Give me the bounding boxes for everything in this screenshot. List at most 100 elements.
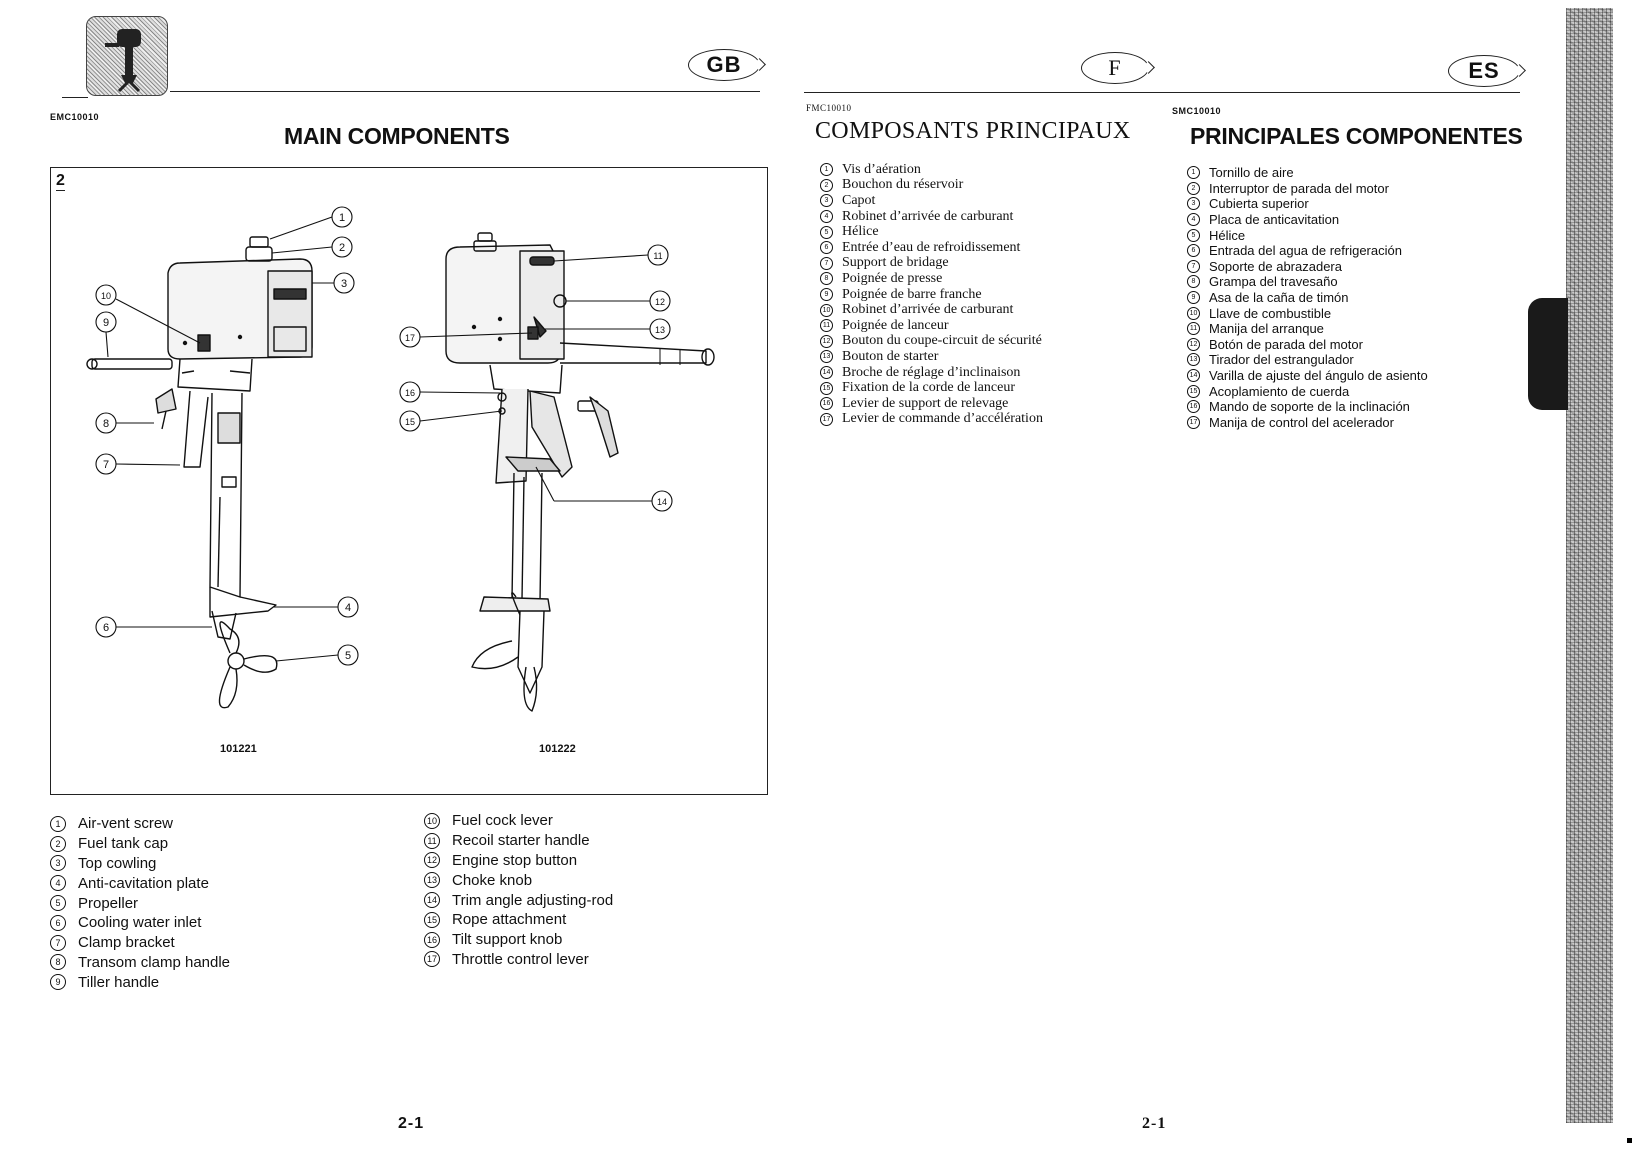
list-item: 16 Tilt support knob	[424, 930, 764, 950]
item-number: 6	[1187, 244, 1200, 258]
header-rule-left-short	[62, 97, 88, 98]
svg-text:8: 8	[103, 418, 109, 430]
list-item: 7 Soporte de abrazadera	[1187, 259, 1517, 275]
item-label: Hélice	[1209, 227, 1246, 243]
list-item: 4 Robinet d’arrivée de carburant	[820, 209, 1150, 225]
item-label: Vis d’aération	[842, 161, 921, 177]
item-label: Transom clamp handle	[78, 953, 231, 971]
item-label: Fuel tank cap	[78, 835, 169, 853]
item-label: Robinet d’arrivée de carburant	[842, 302, 1014, 318]
language-badge-gb: GB	[688, 49, 766, 81]
item-number: 5	[1187, 228, 1200, 242]
item-number: 13	[820, 350, 833, 364]
item-number: 3	[1187, 197, 1200, 211]
page-number-right: 2-1	[1142, 1115, 1167, 1132]
item-number: 2	[1187, 181, 1200, 195]
item-label: Tilt support knob	[452, 931, 563, 949]
item-number: 10	[820, 303, 833, 317]
item-number: 16	[424, 931, 440, 948]
svg-text:17: 17	[405, 333, 415, 343]
item-number: 7	[1187, 259, 1200, 273]
item-label: Propeller	[78, 894, 139, 912]
list-item: 14 Varilla de ajuste del ángulo de asient…	[1187, 368, 1517, 384]
item-label: Manija de control del acelerador	[1209, 414, 1394, 430]
item-label: Acoplamiento de cuerda	[1209, 383, 1350, 399]
item-label: Tirador del estrangulador	[1209, 352, 1354, 368]
list-item: 3 Cubierta superior	[1187, 196, 1517, 212]
item-number: 14	[820, 366, 833, 380]
svg-text:12: 12	[655, 297, 665, 307]
item-label: Air-vent screw	[78, 815, 174, 833]
header-rule-right	[804, 92, 1520, 93]
item-label: Support de bridage	[842, 255, 949, 271]
item-label: Entrée d’eau de refroidissement	[842, 239, 1021, 255]
item-number: 9	[1187, 291, 1200, 305]
gb-section-code: EMC10010	[50, 112, 100, 122]
item-label: Fixation de la corde de lanceur	[842, 380, 1015, 396]
fr-section-code: FMC10010	[806, 103, 852, 113]
item-label: Cooling water inlet	[78, 914, 202, 932]
item-number: 11	[424, 832, 440, 849]
item-number: 4	[1187, 213, 1200, 227]
item-number: 11	[820, 319, 833, 333]
outboard-motor-logo-icon	[86, 16, 168, 96]
item-number: 4	[820, 210, 833, 224]
item-label: Top cowling	[78, 854, 157, 872]
item-label: Varilla de ajuste del ángulo de asiento	[1209, 368, 1428, 384]
svg-text:16: 16	[405, 388, 415, 398]
item-label: Cubierta superior	[1209, 196, 1309, 212]
svg-text:3: 3	[341, 278, 347, 290]
item-number: 15	[424, 911, 440, 928]
item-number: 11	[1187, 322, 1200, 336]
svg-text:4: 4	[345, 602, 351, 614]
svg-text:2: 2	[339, 242, 345, 254]
item-number: 1	[50, 815, 66, 832]
item-label: Robinet d’arrivée de carburant	[842, 208, 1014, 224]
item-label: Poignée de barre franche	[842, 286, 982, 302]
list-item: 5 Propeller	[50, 893, 380, 913]
item-number: 14	[1187, 369, 1200, 383]
svg-text:13: 13	[655, 325, 665, 335]
item-number: 5	[50, 895, 66, 912]
item-number: 10	[1187, 306, 1200, 320]
list-item: 10 Robinet d’arrivée de carburant	[820, 302, 1150, 318]
item-label: Soporte de abrazadera	[1209, 258, 1342, 274]
item-label: Tornillo de aire	[1209, 165, 1294, 181]
svg-text:11: 11	[653, 251, 662, 261]
item-label: Botón de parada del motor	[1209, 336, 1363, 352]
language-badge-f-label: F	[1108, 55, 1122, 80]
item-label: Choke knob	[452, 871, 533, 889]
item-number: 8	[820, 272, 833, 286]
item-number: 10	[424, 812, 440, 829]
item-label: Grampa del travesaño	[1209, 274, 1338, 290]
item-number: 17	[820, 412, 833, 426]
item-number: 3	[50, 855, 66, 872]
